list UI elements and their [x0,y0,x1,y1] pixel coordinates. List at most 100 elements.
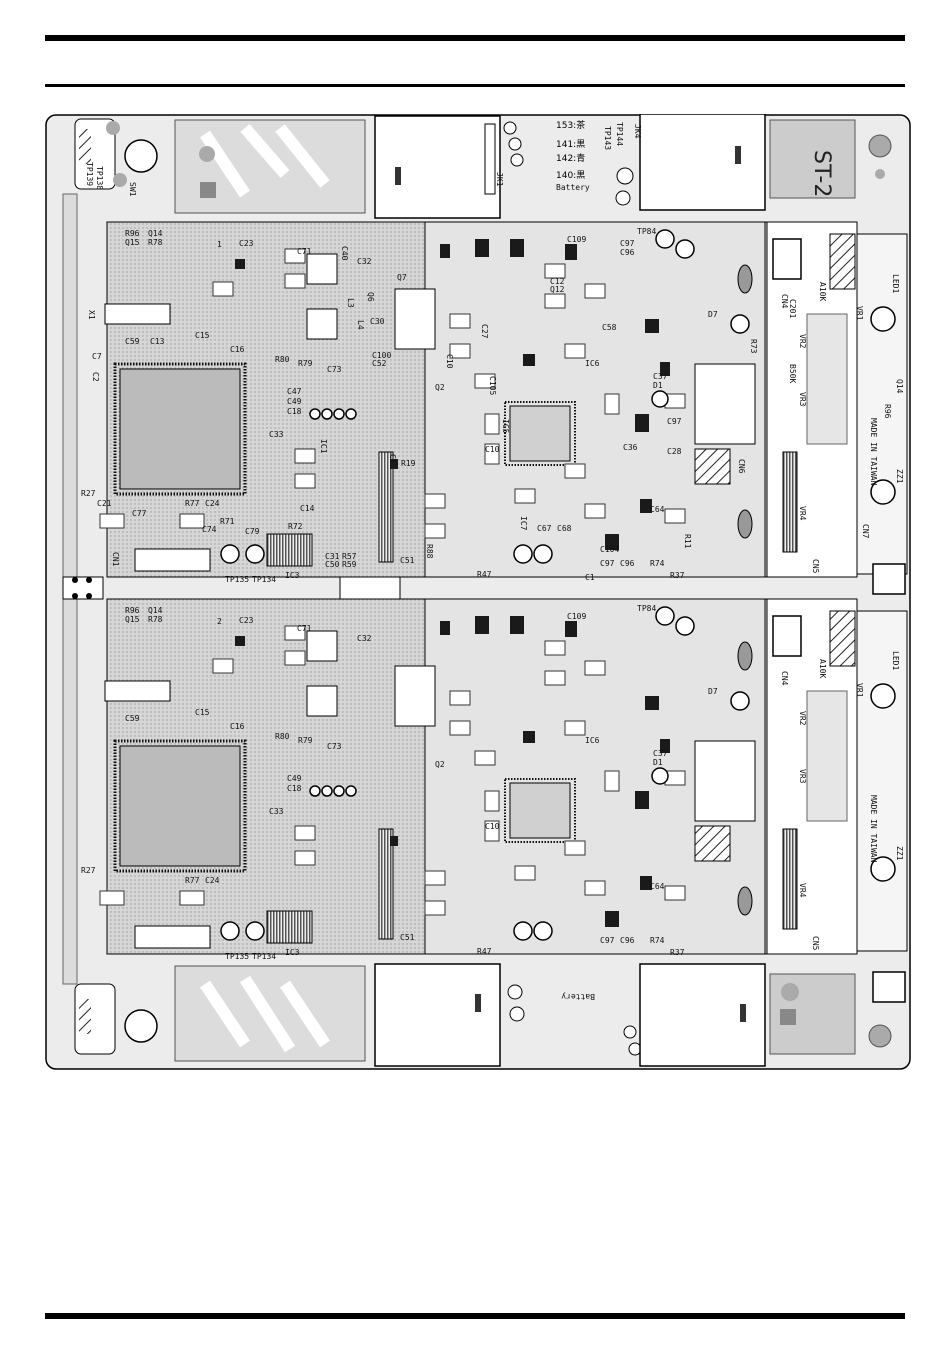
ref-r19-p2: R47 [477,947,492,956]
ref-tp134: R96 [883,404,892,419]
wire-141: 141:黒 [556,139,585,150]
ref-jk1-top: JK1 [495,172,504,187]
ref-c96: C96 [620,559,635,568]
ref-c40: C30 [370,317,385,326]
ref-led1: LED1 [891,274,900,293]
ref-c64-p2: C64 [650,882,665,891]
ref-led1-p2: LED1 [891,651,900,670]
ref-ic5: IC5 [501,419,510,434]
ref-c100: Q12 [550,285,565,294]
ref-c102: C10 [445,354,454,369]
battery-label-top: Battery [556,183,590,192]
wire-153: 153:茶 [556,119,585,131]
ref-tp82: R73 [749,339,758,354]
ref-sw1-top: SW1 [128,182,137,197]
ref-c71: C97 [620,239,635,248]
ref-c16-p2: C59 [125,714,140,723]
ref-c7: C13 [150,337,165,346]
ref-r80-p2: R79 [298,736,313,745]
ref-c106: R88 [425,544,434,559]
ref-c47-p2: C49 [287,774,302,783]
ref-r73: R96 [125,229,140,238]
ref-c15: C16 [230,345,245,354]
ref-r77: C47 [287,387,302,396]
ref-c30: C32 [357,257,372,266]
ref-a10k-p2: A10K [818,659,827,678]
ref-cn5-p2: CN5 [811,936,820,951]
ref-c16: C59 [125,337,140,346]
ref-l4: L3 [346,298,355,308]
ref-a10k: A10K [818,282,827,301]
ref-tp135: Q14 [895,379,904,394]
ref-ic6: IC6 [585,359,600,368]
ref-c24-p2: R77 [185,876,200,885]
panel-number-1: 1 [217,240,222,249]
ref-q14: Q15 [125,238,140,247]
ref-ic7: IC7 [519,516,528,531]
ref-c36: C37 [653,372,668,381]
ref-c49-p2: C18 [287,784,302,793]
ref-r27: C67 [537,524,552,533]
wire-140: 140:黒 [556,170,585,181]
left-edge-top: SW1 TP139 TP138 [74,118,158,197]
ref-c58: C58 [602,323,617,332]
ref-cn4-p2: CN4 [780,671,789,686]
ref-r80: R79 [298,359,313,368]
ref-c27: C12 [550,277,565,286]
ref-ic3: IC3 [285,571,300,580]
ref-vr4-p2: VR4 [798,883,807,898]
ref-c70: C109 [567,235,586,244]
ref-zz1: ZZ1 [895,469,904,484]
ref-c70-p2: C109 [567,612,586,621]
ref-c50: R57 [342,552,357,561]
ref-c14: R72 [288,522,303,531]
board-model-label: ST-2 [809,150,834,197]
ref-c33: R19 [401,459,416,468]
ref-c32: C23 [239,239,254,248]
ref-r57: C31 [325,552,340,561]
ref-zz1-p2: ZZ1 [895,846,904,861]
ref-q13: R11 [683,534,692,549]
ref-b50k: B50K [788,364,797,383]
ref-tp77-p2: TP134 [252,952,276,961]
ref-r88-p2: C51 [400,933,415,942]
ref-r79: C73 [327,365,342,374]
ref-d7: D7 [708,310,718,319]
ref-d1: C1 [585,573,595,582]
ref-q15-p2: R78 [148,615,163,624]
ref-q7: Q6 [366,292,375,302]
ref-vr2: VR2 [798,334,807,349]
ref-tp78: TP135 [225,575,249,584]
ref-c34: Q2 [435,383,445,392]
ref-c51: R59 [342,560,357,569]
ref-c10-p2: R27 [81,866,96,875]
ref-cn5: CN5 [811,559,820,574]
pcb-layout-diagram: ST-2 SW1 TP139 TP138 153:茶 141:黒 142:青 1… [45,114,911,1070]
ref-vr3-p2: VR3 [798,769,807,784]
circuit-panel-1: 1 R96 Q14 Q15 R78 X1 C59 C13 C15 C16 C7 … [81,221,768,584]
ref-r74: R37 [670,571,685,580]
ref-l3: C40 [340,246,349,261]
circuit-panel-2: 2 R96 Q14 Q15 R78 C71 C23 C32 C59 C15 C1… [81,598,768,961]
battery-label-bottom: Battery [561,992,595,1001]
ref-c13-p2: C15 [195,708,210,717]
break-away-strip [62,576,401,600]
made-in-label: MADE IN TAIWAN [869,418,878,486]
ref-c104: C105 [488,376,497,395]
ref-tp139-top: TP139 [85,162,94,186]
ref-c2: C7 [92,352,102,361]
ref-c15-p2: C16 [230,722,245,731]
ref-tp77: TP134 [252,575,276,584]
ref-c67: C10 [485,445,500,454]
ref-ic6-p2: IC6 [585,736,600,745]
ref-c109: C96 [620,248,635,257]
top-rule-2 [45,84,905,87]
ref-tp144-top: TP144 [615,122,624,146]
ref-cn7: CN7 [861,524,870,539]
ref-r46: C100 [372,351,391,360]
ref-c49: C18 [287,407,302,416]
ref-cn4: CN4 [780,294,789,309]
ref-c73-p2: C71 [297,624,312,633]
ref-c79: R71 [220,517,235,526]
ref-r74-p2: R37 [670,948,685,957]
